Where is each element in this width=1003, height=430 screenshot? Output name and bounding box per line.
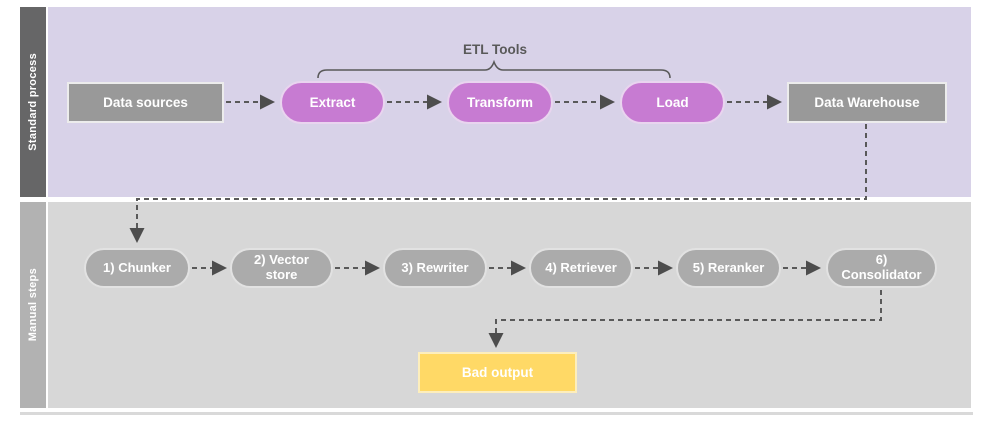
lane-label-manual-steps: Manual steps bbox=[27, 268, 39, 342]
node-data-sources: Data sources bbox=[67, 82, 224, 123]
node-reranker: 5) Reranker bbox=[676, 248, 781, 288]
node-rewriter: 3) Rewriter bbox=[383, 248, 487, 288]
lane-header-manual-steps: Manual steps bbox=[20, 202, 46, 408]
etl-tools-caption: ETL Tools bbox=[463, 42, 527, 57]
node-bad-output: Bad output bbox=[418, 352, 577, 393]
node-retriever: 4) Retriever bbox=[529, 248, 633, 288]
node-data-warehouse: Data Warehouse bbox=[787, 82, 947, 123]
node-load: Load bbox=[620, 81, 725, 124]
node-transform: Transform bbox=[447, 81, 553, 124]
node-consolidator: 6) Consolidator bbox=[826, 248, 937, 288]
node-vector-store: 2) Vector store bbox=[230, 248, 333, 288]
node-extract: Extract bbox=[280, 81, 385, 124]
node-chunker: 1) Chunker bbox=[84, 248, 190, 288]
lane-label-standard-process: Standard process bbox=[27, 53, 39, 151]
bottom-divider-line bbox=[20, 412, 973, 415]
lane-header-standard-process: Standard process bbox=[20, 7, 46, 197]
